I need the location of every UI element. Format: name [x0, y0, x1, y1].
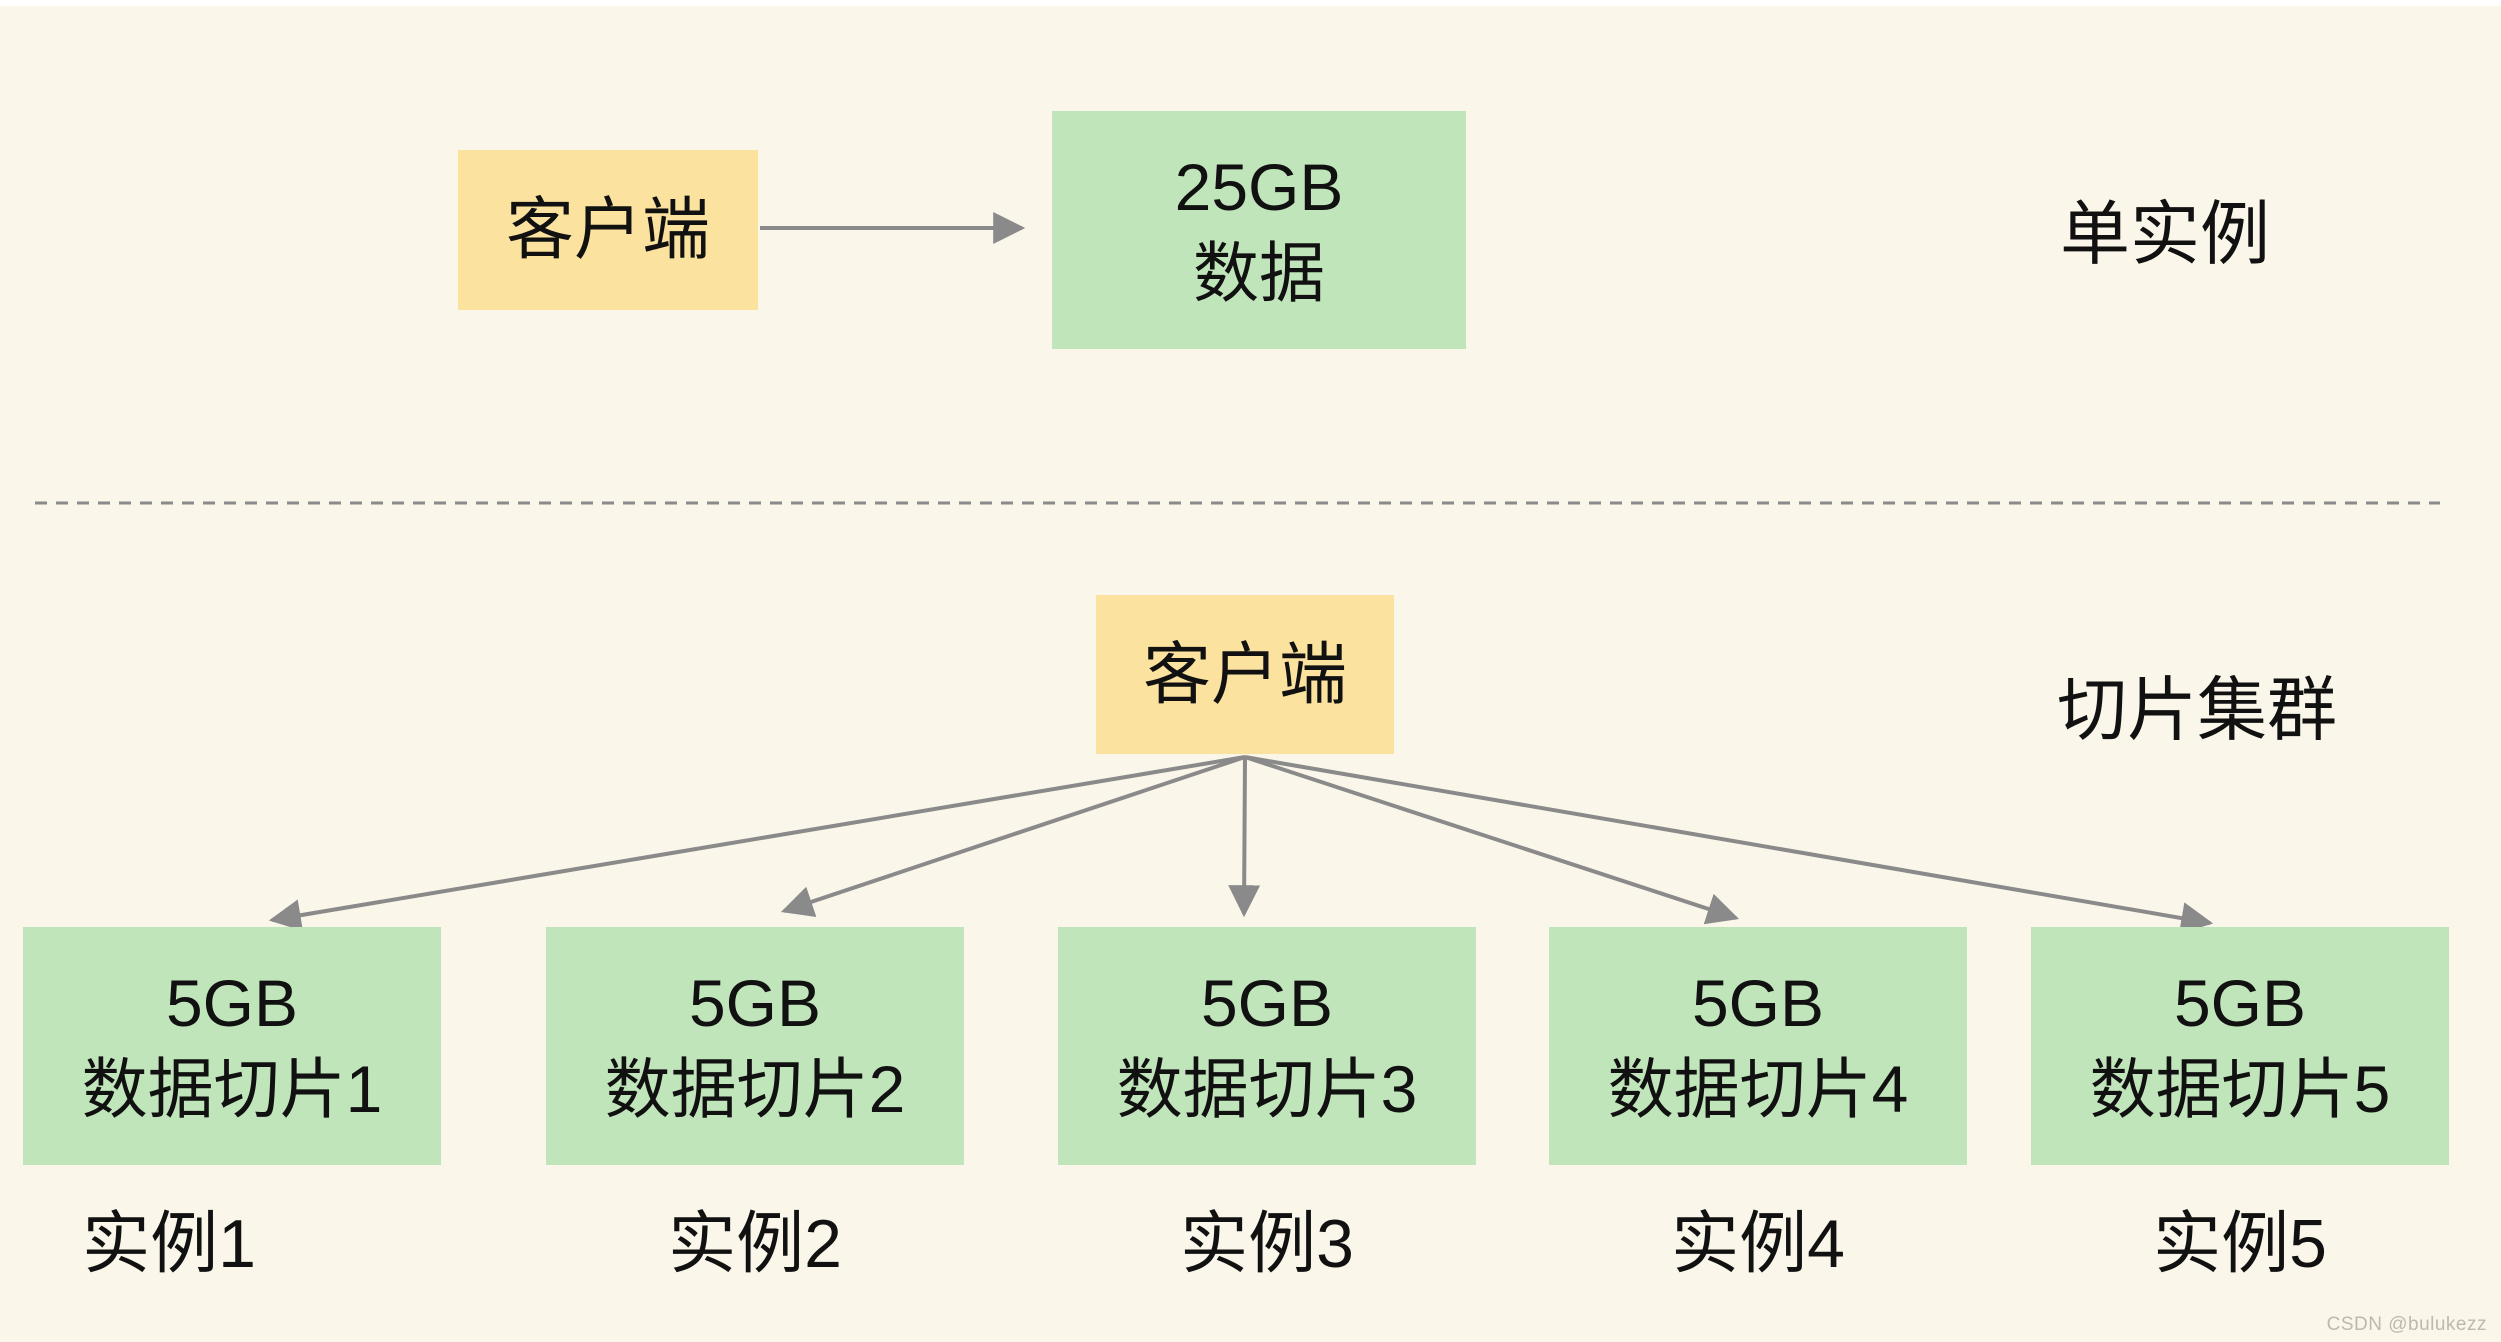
- section-label-sharded-cluster: 切片集群: [2057, 671, 2337, 749]
- shard-box-4-size: 5GB: [1691, 966, 1825, 1040]
- instance-label-1: 实例1: [82, 1206, 256, 1282]
- data-box-25gb-label: 数据: [1193, 236, 1325, 310]
- shard-box-1-label: 数据切片1: [81, 1052, 383, 1126]
- shard-box-2: 5GB 数据切片2: [546, 927, 964, 1165]
- shard-box-1: 5GB 数据切片1: [23, 927, 441, 1165]
- data-box-25gb: 25GB 数据: [1052, 111, 1466, 349]
- shard-box-5-label: 数据切片5: [2089, 1052, 2391, 1126]
- shard-box-2-size: 5GB: [688, 966, 822, 1040]
- arrow-client-to-shard-5: [1244, 755, 2214, 934]
- arrow-client-to-shard-4: [1244, 755, 1740, 925]
- arrow-client-to-shard-1: [268, 755, 1246, 932]
- shard-box-5: 5GB 数据切片5: [2031, 927, 2449, 1165]
- shard-box-3-label: 数据切片3: [1116, 1052, 1418, 1126]
- shard-box-4-label: 数据切片4: [1607, 1052, 1909, 1126]
- shard-box-5-size: 5GB: [2173, 966, 2307, 1040]
- data-box-25gb-size: 25GB: [1174, 150, 1344, 224]
- section-label-single-instance: 单实例: [2060, 195, 2270, 273]
- diagram-canvas: 客户端 25GB 数据 单实例 客户端 切片集群 5GB 数据切片1 5GB 数…: [0, 6, 2501, 1342]
- shard-box-4: 5GB 数据切片4: [1549, 927, 1967, 1165]
- instance-label-3: 实例3: [1180, 1206, 1354, 1282]
- instance-label-2: 实例2: [668, 1206, 842, 1282]
- instance-label-4: 实例4: [1671, 1206, 1845, 1282]
- arrow-client-to-shard-2: [780, 755, 1246, 918]
- client-box-single: 客户端: [458, 150, 758, 310]
- arrow-client-to-shard-3: [1228, 756, 1261, 918]
- client-box-cluster-label: 客户端: [1142, 636, 1347, 713]
- client-box-cluster: 客户端: [1096, 595, 1394, 754]
- shard-box-3-size: 5GB: [1200, 966, 1334, 1040]
- shard-box-2-label: 数据切片2: [604, 1052, 906, 1126]
- watermark-text: CSDN @bulukezz: [2326, 1314, 2487, 1335]
- shard-box-3: 5GB 数据切片3: [1058, 927, 1476, 1165]
- connector-overlay: [35, 212, 2440, 934]
- instance-label-5: 实例5: [2153, 1206, 2327, 1282]
- shard-box-1-size: 5GB: [165, 966, 299, 1040]
- client-box-single-label: 客户端: [505, 192, 710, 268]
